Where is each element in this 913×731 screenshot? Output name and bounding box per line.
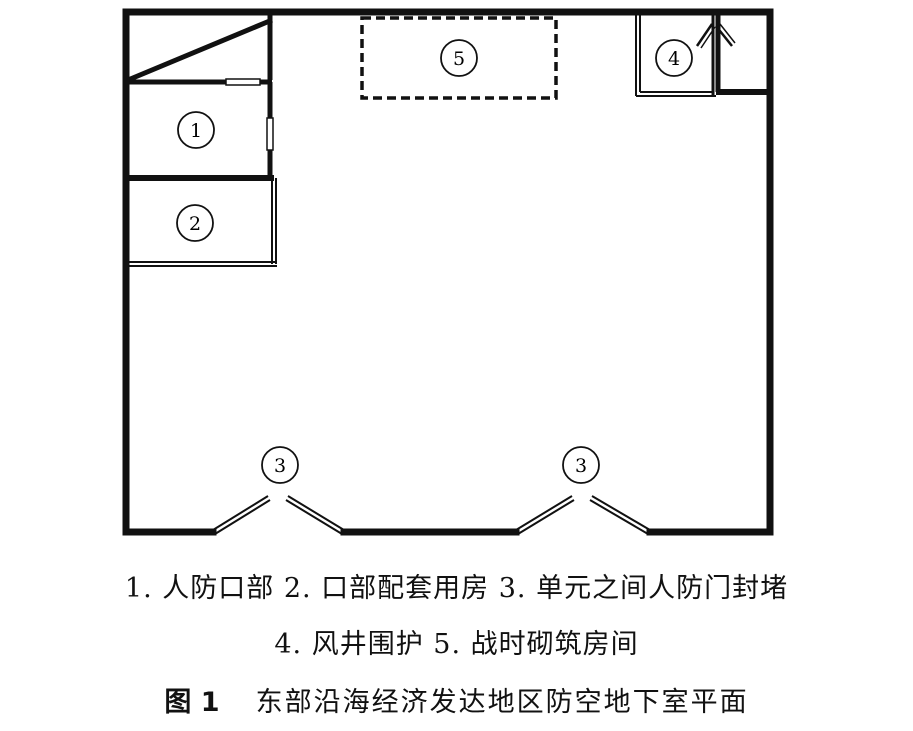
civil-defense-entrance-room [126,82,274,181]
outer-wall [122,8,774,536]
label-3-left-text: 3 [274,455,286,477]
label-circle-3-right: 3 [562,446,600,484]
entrance-support-room [126,178,277,267]
label-circle-1: 1 [177,111,215,149]
room-1-door [266,117,274,151]
entrance-opening [225,78,261,86]
stair-ramp [127,17,273,83]
air-shaft-door-leaf [715,25,733,47]
basement-floor-plan: 1 2 3 3 4 5 [122,8,774,536]
air-shaft-door-leaf [695,23,714,47]
civil-defense-entrance-block [126,12,273,86]
air-shaft-enclosure [635,12,770,97]
figure-caption: 图 1 东部沿海经济发达地区防空地下室平面 [0,680,913,719]
label-4-text: 4 [668,48,680,70]
air-shaft-door-leaf [700,26,716,49]
label-circle-5: 5 [440,39,478,77]
label-circle-2: 2 [176,204,214,242]
label-2-text: 2 [189,213,201,235]
legend-line-1: 1. 人防口部 2. 口部配套用房 3. 单元之间人防门封堵 [124,573,789,604]
blast-door-right [515,495,651,535]
blast-door-left [212,495,345,535]
label-circle-4: 4 [655,39,693,77]
label-3-right-text: 3 [575,455,587,477]
label-1-text: 1 [190,120,202,142]
label-circle-3-left: 3 [261,446,299,484]
label-5-text: 5 [453,48,465,70]
figure-title: 东部沿海经济发达地区防空地下室平面 [255,687,749,718]
air-shaft-door-leaf [719,23,736,44]
legend-line-2: 4. 风井围护 5. 战时砌筑房间 [274,629,639,660]
figure-number: 图 1 [164,687,220,718]
wartime-room [360,16,558,100]
